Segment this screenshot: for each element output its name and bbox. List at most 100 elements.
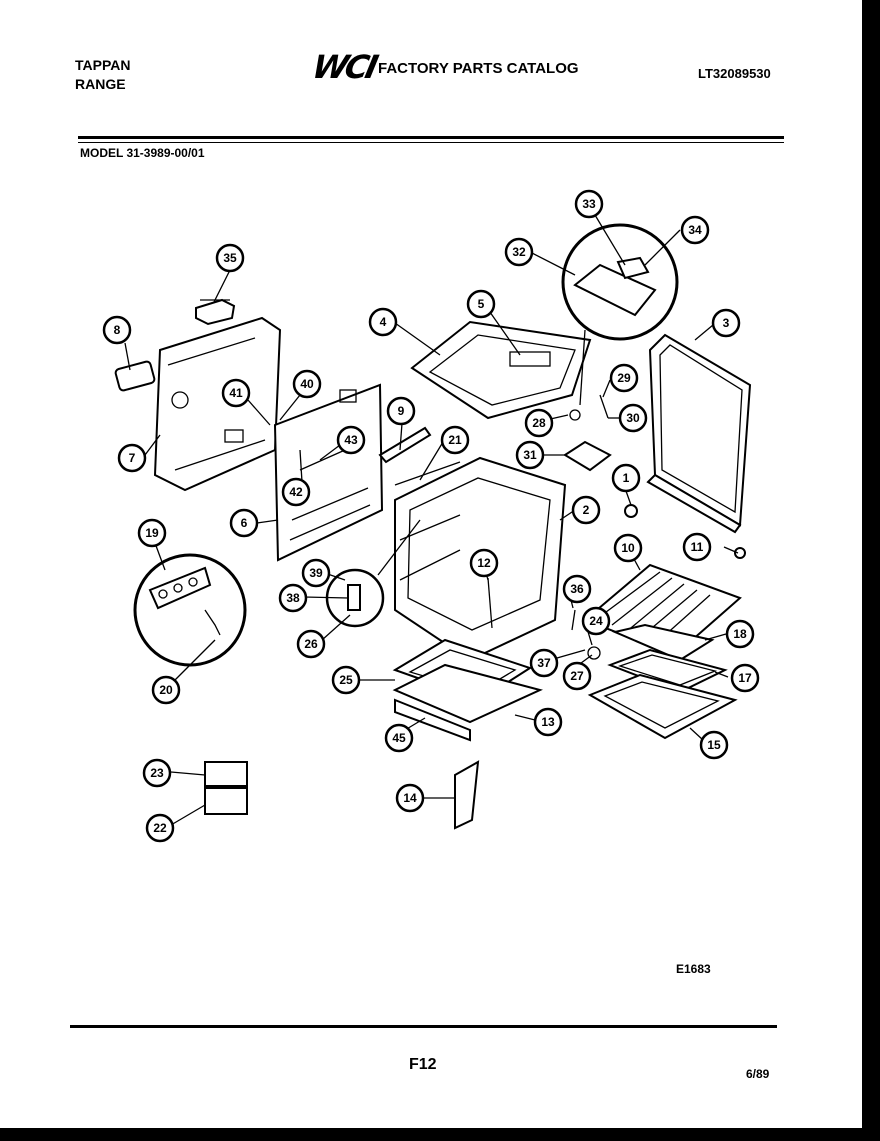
- hinge-part: [454, 760, 480, 830]
- svg-text:13: 13: [541, 715, 555, 729]
- bracket-part: [195, 298, 236, 326]
- svg-text:17: 17: [738, 671, 752, 685]
- svg-text:29: 29: [617, 371, 631, 385]
- svg-text:43: 43: [344, 433, 358, 447]
- header-rule: [78, 136, 784, 139]
- footer-rule: [70, 1025, 777, 1028]
- callout-26: 26: [296, 629, 326, 659]
- callout-27: 27: [562, 661, 592, 691]
- detail-circle-19: [133, 553, 247, 667]
- callout-15: 15: [699, 730, 729, 760]
- svg-text:14: 14: [403, 791, 417, 805]
- nut-part: [624, 504, 638, 518]
- header-rule-thin: [78, 142, 784, 143]
- svg-text:4: 4: [380, 315, 387, 329]
- svg-text:35: 35: [223, 251, 237, 265]
- control-strip-part: [646, 473, 742, 534]
- svg-text:19: 19: [145, 526, 159, 540]
- bracket-31-part: [563, 440, 612, 472]
- svg-text:15: 15: [707, 738, 721, 752]
- callout-11: 11: [682, 532, 712, 562]
- callout-33: 33: [574, 189, 604, 219]
- bottom-panel-part: [392, 663, 543, 724]
- brand-name: TAPPAN: [75, 57, 131, 73]
- svg-text:39: 39: [309, 566, 323, 580]
- callout-41: 41: [221, 378, 251, 408]
- bracket-23-part: [204, 761, 248, 787]
- svg-text:24: 24: [589, 614, 603, 628]
- svg-text:42: 42: [289, 485, 303, 499]
- callout-20: 20: [151, 675, 181, 705]
- callout-32: 32: [504, 237, 534, 267]
- callout-35: 35: [215, 243, 245, 273]
- callout-43: 43: [336, 425, 366, 455]
- callout-31: 31: [515, 440, 545, 470]
- svg-text:26: 26: [304, 637, 318, 651]
- svg-text:9: 9: [398, 404, 405, 418]
- svg-text:7: 7: [129, 451, 136, 465]
- callout-45: 45: [384, 723, 414, 753]
- callout-30: 30: [618, 403, 648, 433]
- svg-text:10: 10: [621, 541, 635, 555]
- catalog-title: FACTORY PARTS CATALOG: [378, 60, 579, 77]
- callout-14: 14: [395, 783, 425, 813]
- bar-part: [378, 426, 432, 464]
- callout-9: 9: [386, 396, 416, 426]
- svg-text:1: 1: [623, 471, 630, 485]
- callout-17: 17: [730, 663, 760, 693]
- callout-10: 10: [613, 533, 643, 563]
- exploded-parts-diagram: 35 8 7 41 40 43 42 6 9 21 4 5 3 32 33 34…: [102, 189, 760, 843]
- detail-circle-bracket: [561, 223, 679, 341]
- catalog-page: TAPPAN RANGE WCI FACTORY PARTS CATALOG L…: [0, 0, 862, 1128]
- callout-7: 7: [117, 443, 147, 473]
- svg-text:11: 11: [691, 540, 704, 554]
- svg-text:32: 32: [512, 245, 526, 259]
- callout-29: 29: [609, 363, 639, 393]
- callout-2: 2: [571, 495, 601, 525]
- callout-3: 3: [711, 308, 741, 338]
- svg-text:8: 8: [114, 323, 121, 337]
- product-type: RANGE: [75, 76, 126, 92]
- cooktop-tray-part: [410, 320, 592, 420]
- callout-8: 8: [102, 315, 132, 345]
- page-number: F12: [409, 1056, 437, 1073]
- callout-19: 19: [137, 518, 167, 548]
- callout-39: 39: [301, 558, 331, 588]
- svg-text:28: 28: [532, 416, 546, 430]
- callout-21: 21: [440, 425, 470, 455]
- svg-text:18: 18: [733, 627, 747, 641]
- broiler-pan-part: [611, 623, 715, 662]
- callout-24: 24: [581, 606, 611, 636]
- callout-6: 6: [229, 508, 259, 538]
- svg-text:6: 6: [241, 516, 248, 530]
- callout-25: 25: [331, 665, 361, 695]
- svg-text:3: 3: [723, 316, 730, 330]
- callout-4: 4: [368, 307, 398, 337]
- knob-part: [734, 547, 746, 559]
- drawer-liner-part: [587, 673, 738, 740]
- svg-text:27: 27: [570, 669, 584, 683]
- svg-text:45: 45: [392, 731, 406, 745]
- back-panel-part: [273, 383, 384, 562]
- callout-34: 34: [680, 215, 710, 245]
- svg-text:2: 2: [583, 503, 590, 517]
- svg-text:12: 12: [477, 556, 491, 570]
- plate-part: [114, 360, 156, 392]
- svg-text:37: 37: [537, 656, 551, 670]
- catalog-date: 6/89: [746, 1067, 770, 1081]
- callout-42: 42: [281, 477, 311, 507]
- callout-13: 13: [533, 707, 563, 737]
- callout-28: 28: [524, 408, 554, 438]
- callout-1: 1: [611, 463, 641, 493]
- svg-text:34: 34: [688, 223, 702, 237]
- svg-text:40: 40: [300, 377, 314, 391]
- svg-text:41: 41: [229, 386, 243, 400]
- svg-text:22: 22: [153, 821, 167, 835]
- svg-text:21: 21: [448, 433, 462, 447]
- base-frame-part: [394, 698, 471, 742]
- element-part: [509, 351, 551, 367]
- svg-text:5: 5: [478, 297, 485, 311]
- svg-text:33: 33: [582, 197, 596, 211]
- svg-text:25: 25: [339, 673, 353, 687]
- catalog-number: LT32089530: [698, 66, 771, 81]
